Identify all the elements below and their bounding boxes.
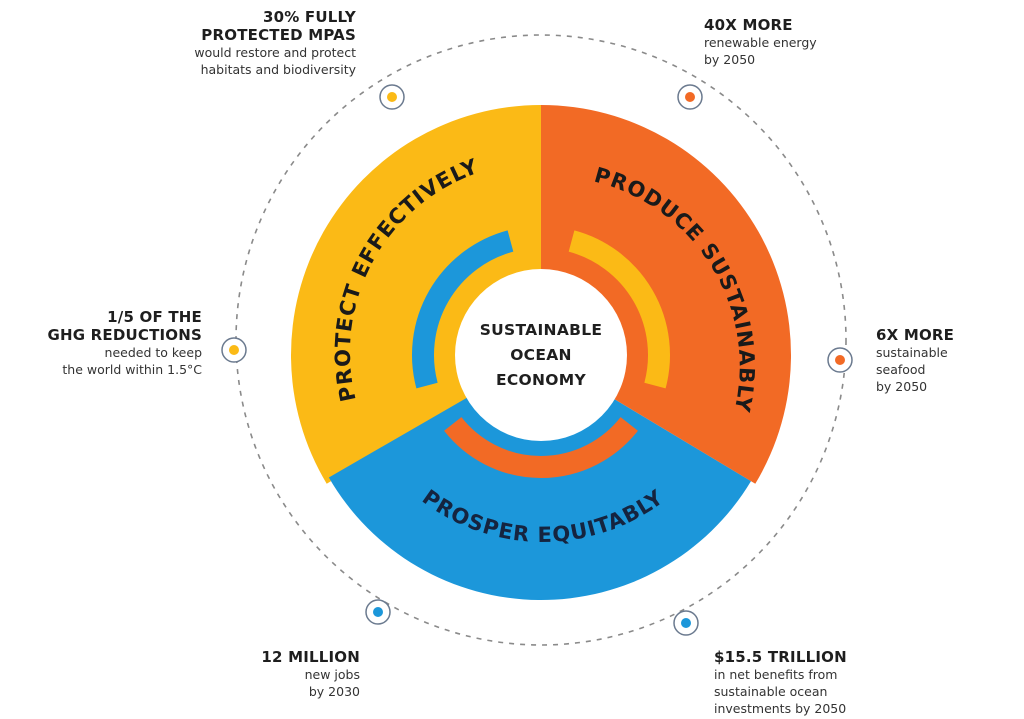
stat-heading: 40X MORE	[704, 16, 793, 34]
center-title-line: ECONOMY	[495, 371, 587, 389]
marker-seafood[interactable]	[827, 347, 853, 373]
marker-ghg[interactable]	[221, 337, 247, 363]
marker-benefits[interactable]	[673, 610, 699, 636]
stat-benefits: $15.5 TRILLION in net benefits from sust…	[714, 648, 847, 717]
stat-heading: 6X MORE	[876, 326, 955, 344]
inner-arc-prosper	[444, 417, 638, 478]
stat-description: the world within 1.5°C	[62, 362, 202, 377]
stat-description: new jobs	[304, 667, 360, 682]
inner-arc-protect	[412, 230, 514, 389]
stat-jobs: 12 MILLION new jobs by 2030	[261, 648, 360, 700]
stat-heading: GHG REDUCTIONS	[47, 326, 202, 344]
marker-renewable[interactable]	[677, 84, 703, 110]
stat-heading: $15.5 TRILLION	[714, 648, 847, 666]
marker-mpas[interactable]	[379, 84, 405, 110]
stat-description: renewable energy	[704, 35, 817, 50]
stat-description: sustainable ocean	[714, 684, 828, 699]
stat-heading: 1/5 OF THE	[107, 308, 202, 326]
stat-description: by 2050	[876, 379, 928, 394]
stat-description: habitats and biodiversity	[200, 62, 356, 77]
center-title: SUSTAINABLE OCEAN ECONOMY	[456, 318, 626, 393]
inner-arc-produce	[568, 230, 670, 389]
stat-description: needed to keep	[104, 345, 202, 360]
stat-seafood: 6X MORE sustainable seafood by 2050	[876, 326, 954, 395]
stat-description: by 2050	[704, 52, 756, 67]
stat-description: by 2030	[308, 684, 360, 699]
stat-heading: 30% FULLY	[263, 8, 356, 26]
segment-prosper-equitably[interactable]	[328, 385, 752, 601]
stat-description: sustainable	[876, 345, 948, 360]
stat-heading: 12 MILLION	[261, 648, 360, 666]
center-title-line: OCEAN	[510, 346, 572, 364]
stat-heading: PROTECTED MPAS	[201, 26, 356, 44]
stat-description: investments by 2050	[714, 701, 847, 716]
stat-description: in net benefits from	[714, 667, 838, 682]
stat-description: seafood	[876, 362, 926, 377]
stat-description: would restore and protect	[194, 45, 356, 60]
marker-jobs[interactable]	[365, 599, 391, 625]
center-title-line: SUSTAINABLE	[479, 321, 603, 339]
stat-mpas: 30% FULLY PROTECTED MPAS would restore a…	[194, 8, 356, 78]
stat-renewable: 40X MORE renewable energy by 2050	[704, 16, 817, 68]
center-hub[interactable]	[455, 269, 627, 441]
stat-ghg: 1/5 OF THE GHG REDUCTIONS needed to keep…	[47, 308, 202, 378]
